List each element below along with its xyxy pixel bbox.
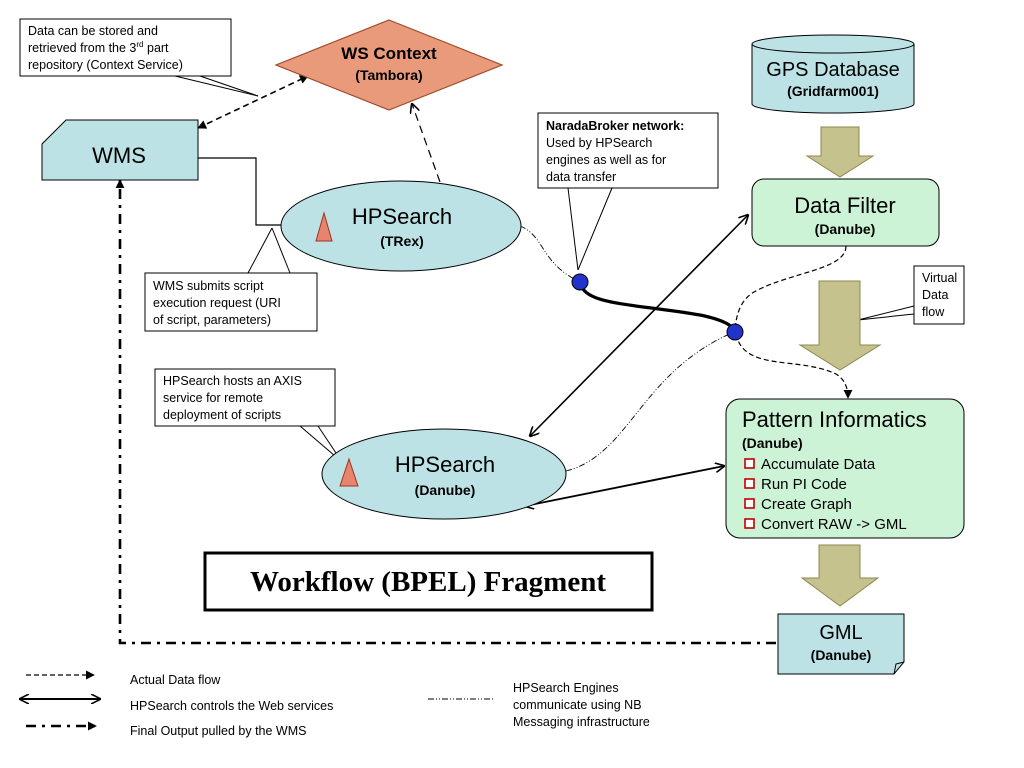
nb-node-upper [571,273,589,291]
pattern-step-label: Convert RAW -> GML [761,516,907,533]
wms-submits-line-2: execution request (URI [153,296,281,310]
control-datafilter-link [530,215,748,436]
nb-line-trex [519,225,579,282]
checkbox-bullet-icon [744,478,755,489]
filter-to-pattern-block-arrow [798,280,882,371]
narada-broker-callout: NaradaBroker network: Used by HPSearch e… [537,112,719,271]
virtual-line-1: Virtual [922,271,957,285]
legend-controls: HPSearch controls the Web services [130,699,333,713]
wms-submits-line-1: WMS submits script [153,279,264,293]
pattern-to-gml-block-arrow [800,544,880,607]
hpsearch-danube-node[interactable]: HPSearch (Danube) [321,428,567,520]
gps-to-filter-block-arrow [805,126,875,178]
pattern-title: Pattern Informatics [742,407,927,432]
axis-host-callout: HPSearch hosts an AXIS service for remot… [154,368,343,463]
wms-submits-callout: WMS submits script execution request (UR… [144,227,318,332]
narada-line-3: data transfer [546,170,616,184]
hpsearch-trex-title: HPSearch [352,204,452,229]
checkbox-bullet-icon [744,498,755,509]
pattern-step-label: Accumulate Data [761,456,876,473]
pattern-step-label: Run PI Code [761,476,847,493]
narada-line-1: Used by HPSearch [546,136,652,150]
wms-submits-line-3: of script, parameters) [153,313,271,327]
gml-node[interactable]: GML (Danube) [777,613,905,675]
checkbox-bullet-icon [744,518,755,529]
pattern-step-label: Create Graph [761,496,852,513]
pattern-step: Run PI Code [744,476,847,493]
context-repo-line-1: Data can be stored and [28,24,158,38]
control-pattern-link [525,466,724,506]
context-repo-line-2: retrieved from the 3rd part [28,40,169,55]
ws-context-sub: (Tambora) [355,67,422,83]
axis-host-line-3: deployment of scripts [163,408,281,422]
script-triangle-icon [339,457,359,487]
checkbox-bullet-icon [744,458,755,469]
data-filter-sub: (Danube) [815,221,876,237]
context-wms-data-flow [197,75,309,129]
hpsearch-trex-node[interactable]: HPSearch (TRex) [280,180,522,272]
gps-database-node[interactable]: GPS Database (Gridfarm001) [751,34,915,114]
pattern-sub: (Danube) [742,435,803,451]
wms-title: WMS [92,143,146,168]
legend: Actual Data flow HPSearch controls the W… [20,670,650,738]
data-filter-title: Data Filter [794,193,895,218]
wms-node[interactable]: WMS [41,119,199,181]
ws-context-node[interactable]: WS Context (Tambora) [274,19,504,111]
nb-line-danube [565,331,735,472]
gml-title: GML [819,622,862,644]
virtual-line-3: flow [922,305,945,319]
axis-host-line-2: service for remote [163,391,263,405]
virtual-flow-in [734,245,847,331]
axis-host-line-1: HPSearch hosts an AXIS [163,374,302,388]
context-repo-line-3: repository (Context Service) [28,58,183,72]
legend-nb-line-3: Messaging infrastructure [513,715,650,729]
pattern-informatics-node[interactable]: Pattern Informatics (Danube) Accumulate … [725,398,965,539]
final-output-path [115,179,776,645]
narada-line-2: engines as well as for [546,153,666,167]
workflow-title-box: Workflow (BPEL) Fragment [203,551,654,612]
workflow-title: Workflow (BPEL) Fragment [250,566,606,598]
pattern-step: Convert RAW -> GML [744,516,907,533]
virtual-line-2: Data [922,288,948,302]
context-repository-callout: Data can be stored and retrieved from th… [19,18,259,97]
legend-nb-line-2: communicate using NB [513,698,642,712]
pattern-step: Accumulate Data [744,456,876,473]
wms-submit-connector [198,157,288,226]
script-triangle-icon [315,211,333,242]
data-filter-node[interactable]: Data Filter (Danube) [751,178,940,247]
hpsearch-trex-sub: (TRex) [380,233,424,249]
ws-context-title: WS Context [341,44,437,63]
gml-sub: (Danube) [811,647,872,663]
virtual-data-flow-callout: Virtual Data flow [857,265,965,325]
gps-db-title: GPS Database [766,59,899,81]
pattern-step: Create Graph [744,496,852,513]
legend-final-output: Final Output pulled by the WMS [130,724,306,738]
hpsearch-danube-title: HPSearch [395,452,495,477]
narada-title: NaradaBroker network: [546,119,684,133]
gps-db-sub: (Gridfarm001) [787,83,879,99]
legend-nb-line-1: HPSearch Engines [513,681,619,695]
hpsearch-to-context-flow [412,104,441,183]
nb-node-lower [726,323,744,341]
legend-actual-flow: Actual Data flow [130,673,221,687]
hpsearch-danube-sub: (Danube) [415,482,476,498]
